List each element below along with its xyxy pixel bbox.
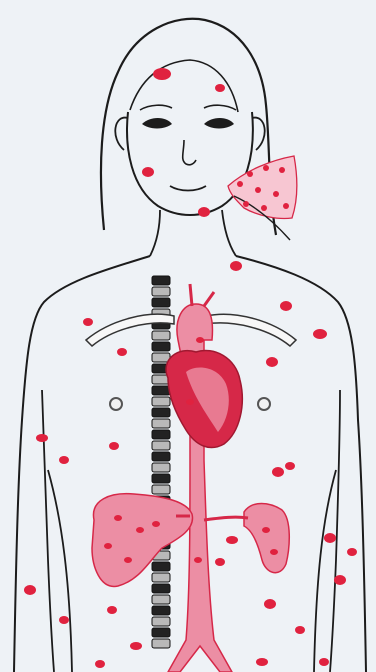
lesion-spot bbox=[107, 606, 117, 614]
lesion-spot bbox=[280, 301, 292, 311]
lesion-spot bbox=[256, 658, 268, 666]
lesion-spot bbox=[313, 329, 327, 339]
vertebra bbox=[152, 419, 170, 428]
lesion-spot bbox=[295, 626, 305, 634]
lesion-spot bbox=[347, 548, 357, 556]
vertebra bbox=[152, 441, 170, 450]
vertebra bbox=[152, 463, 170, 472]
lesion-spot bbox=[130, 642, 142, 650]
lesion-spot bbox=[59, 456, 69, 464]
lesion-spot bbox=[152, 521, 160, 527]
vertebra bbox=[152, 353, 170, 362]
vertebra bbox=[152, 430, 170, 439]
lesion-spot bbox=[114, 515, 122, 521]
vertebra bbox=[152, 298, 170, 307]
lesion-spot bbox=[186, 399, 194, 405]
lesion-spot bbox=[263, 165, 269, 171]
lesion-spot bbox=[59, 616, 69, 624]
lesion-spot bbox=[270, 549, 278, 555]
lesion-spot bbox=[109, 442, 119, 450]
vertebra bbox=[152, 474, 170, 483]
vertebra bbox=[152, 452, 170, 461]
lesion-spot bbox=[124, 557, 132, 563]
lesion-spot bbox=[215, 558, 225, 566]
lesion-spot bbox=[230, 261, 242, 271]
lesion-spot bbox=[279, 167, 285, 173]
vertebra bbox=[152, 584, 170, 593]
vertebra bbox=[152, 342, 170, 351]
vertebra bbox=[152, 386, 170, 395]
vertebra bbox=[152, 628, 170, 637]
lesion-spot bbox=[243, 201, 249, 207]
vertebra bbox=[152, 287, 170, 296]
lesion-spot bbox=[117, 348, 127, 356]
lesion-spot bbox=[334, 575, 346, 585]
lesion-spot bbox=[319, 658, 329, 666]
lesion-spot bbox=[255, 187, 261, 193]
lesion-spot bbox=[237, 181, 243, 187]
lesion-spot bbox=[95, 660, 105, 668]
vertebra bbox=[152, 397, 170, 406]
lesion-spot bbox=[324, 533, 336, 543]
vertebra bbox=[152, 485, 170, 494]
vertebra bbox=[152, 639, 170, 648]
left-nipple bbox=[110, 398, 122, 410]
lesion-spot bbox=[142, 167, 154, 177]
lesion-spot bbox=[104, 543, 112, 549]
vertebra bbox=[152, 331, 170, 340]
vertebra bbox=[152, 595, 170, 604]
lesion-spot bbox=[272, 467, 284, 477]
lesion-spot bbox=[264, 599, 276, 609]
lesion-spot bbox=[266, 357, 278, 367]
lesion-spot bbox=[36, 434, 48, 442]
lesion-spot bbox=[285, 462, 295, 470]
vertebra bbox=[152, 562, 170, 571]
vertebra bbox=[152, 573, 170, 582]
lesion-spot bbox=[215, 84, 225, 92]
right-nipple bbox=[258, 398, 270, 410]
lesion-spot bbox=[198, 207, 210, 217]
lesion-spot bbox=[24, 585, 36, 595]
lesion-spot bbox=[283, 203, 289, 209]
lesion-spot bbox=[273, 191, 279, 197]
lesion-spot bbox=[247, 171, 253, 177]
lesion-spot bbox=[136, 527, 144, 533]
lesion-spot bbox=[262, 527, 270, 533]
lesion-spot bbox=[194, 557, 202, 563]
lesion-spot bbox=[226, 536, 238, 544]
lesion-spot bbox=[153, 68, 171, 80]
vertebra bbox=[152, 408, 170, 417]
vertebra bbox=[152, 606, 170, 615]
vertebra bbox=[152, 276, 170, 285]
lesion-spot bbox=[196, 337, 204, 343]
lesion-spot bbox=[261, 205, 267, 211]
vertebra bbox=[152, 617, 170, 626]
carotid-artery bbox=[190, 284, 192, 306]
lesion-spot bbox=[83, 318, 93, 326]
